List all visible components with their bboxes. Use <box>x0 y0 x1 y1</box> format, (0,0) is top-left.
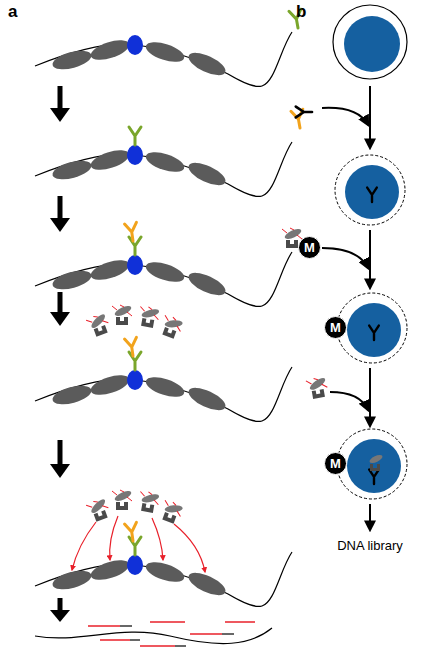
permeabilized-cell <box>337 429 407 499</box>
step-arrow <box>58 598 63 612</box>
step-arrow-head <box>50 218 70 232</box>
chromatin-row <box>35 304 292 421</box>
step-arrow <box>369 230 371 288</box>
chromatin-row <box>35 9 304 86</box>
cell <box>333 5 407 79</box>
input-arrow <box>322 248 368 268</box>
permeabilized-cell <box>337 293 407 363</box>
dna-fragments <box>35 622 272 646</box>
pa-mn <box>306 375 330 399</box>
chromatin-row <box>35 222 303 306</box>
step-arrow-head <box>50 312 70 326</box>
bead-label: M <box>330 456 341 471</box>
magnetic-bead: M <box>298 236 321 259</box>
chromatin-row <box>35 109 306 196</box>
step-arrow-head <box>50 108 70 122</box>
step-arrow <box>58 440 63 466</box>
chromatin-row <box>35 489 292 606</box>
panel-letter: b <box>296 2 306 22</box>
input-arrow <box>330 392 368 410</box>
step-arrow <box>369 368 371 426</box>
output-label: DNA library <box>337 538 403 553</box>
step-arrow <box>369 86 371 148</box>
magnetic-bead: M <box>324 316 347 339</box>
bead-label: M <box>330 320 341 335</box>
magnetic-bead: M <box>324 452 347 475</box>
step-arrow <box>58 292 63 314</box>
antibody <box>296 107 312 118</box>
step-arrow <box>58 86 63 110</box>
step-arrow-head <box>50 610 70 622</box>
permeabilized-cell <box>335 155 405 225</box>
step-arrow <box>58 196 63 220</box>
panel-letter: a <box>8 2 17 22</box>
bead-label: M <box>304 240 315 255</box>
input-arrow <box>322 108 368 125</box>
step-arrow-head <box>50 464 70 478</box>
step-arrow <box>369 504 371 530</box>
